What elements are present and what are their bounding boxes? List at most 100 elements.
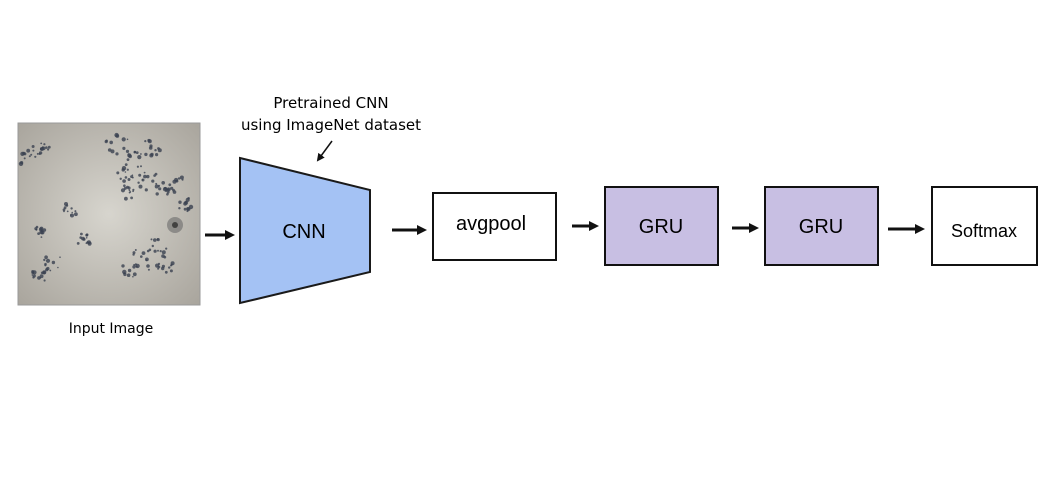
input-image-speckle xyxy=(155,263,160,268)
input-image-speckle xyxy=(166,193,169,196)
input-image-speckle xyxy=(127,186,131,190)
input-image-speckle xyxy=(138,173,142,177)
softmax-block xyxy=(931,186,1038,266)
input-image-speckle xyxy=(150,238,153,241)
input-image-speckle xyxy=(40,229,44,232)
input-image-speckle xyxy=(157,249,159,252)
input-image-speckle xyxy=(62,208,66,212)
input-image-speckle xyxy=(120,188,126,193)
input-image-speckle xyxy=(44,264,47,267)
input-image-speckle xyxy=(31,274,34,276)
input-image-speckle xyxy=(127,268,132,273)
gru2-block xyxy=(764,186,879,266)
input-image-speckle xyxy=(144,152,148,157)
input-image-speckle xyxy=(70,207,73,210)
input-image-speckle xyxy=(144,188,148,192)
input-image-speckle xyxy=(181,178,184,181)
input-image-speckle xyxy=(40,271,44,275)
input-image-speckle xyxy=(161,266,165,271)
input-image-speckle xyxy=(123,186,127,190)
input-image-speckle xyxy=(57,266,59,269)
input-image-speckle xyxy=(177,177,181,180)
input-image-speckle xyxy=(47,148,50,151)
input-image-speckle xyxy=(133,263,136,266)
input-image-speckle xyxy=(185,201,187,204)
input-image-speckle xyxy=(59,256,61,259)
input-image-speckle xyxy=(74,212,78,217)
input-image-speckle xyxy=(122,179,126,183)
input-image-speckle xyxy=(119,177,122,180)
input-image-speckle xyxy=(110,149,115,154)
input-image-speckle xyxy=(168,266,171,269)
input-image-speckle xyxy=(43,279,46,282)
input-image-speckle xyxy=(172,190,177,194)
input-image-speckle xyxy=(145,259,148,262)
cnn-block xyxy=(239,156,371,305)
input-image-speckle xyxy=(136,165,139,168)
input-image-caption: Input Image xyxy=(69,321,154,337)
input-image-speckle xyxy=(157,267,160,270)
input-image-speckle xyxy=(44,255,48,259)
input-image-speckle xyxy=(104,140,108,144)
input-image-speckle xyxy=(183,207,187,211)
input-image-speckle xyxy=(161,254,165,258)
input-image-speckle xyxy=(140,153,142,155)
input-image-speckle xyxy=(85,242,88,245)
input-image-speckle xyxy=(39,226,44,231)
input-image-speckle xyxy=(123,184,126,187)
input-image-speckle xyxy=(178,207,181,210)
input-image-speckle xyxy=(86,240,91,245)
cnn-label: CNN xyxy=(282,221,325,243)
input-image-speckle xyxy=(154,184,159,189)
input-image-speckle xyxy=(159,250,162,253)
input-image-speckle xyxy=(135,151,139,155)
input-image-speckle xyxy=(81,236,85,241)
input-image-speckle xyxy=(65,204,69,207)
input-image-speckle xyxy=(170,186,174,190)
input-image-speckle xyxy=(130,175,133,179)
input-image-speckle xyxy=(126,273,131,278)
input-image-speckle xyxy=(121,264,125,268)
input-image-speckle xyxy=(39,274,44,279)
input-image-speckle xyxy=(37,276,41,280)
input-image-speckle xyxy=(123,272,127,277)
input-image-speckle xyxy=(132,188,135,191)
input-image-speckle xyxy=(51,260,56,265)
input-image-speckle xyxy=(147,138,151,143)
input-image-speckle xyxy=(32,149,35,152)
input-image-speckle xyxy=(115,134,120,138)
input-image-speckle xyxy=(43,258,46,262)
input-image-speckle xyxy=(166,188,168,191)
input-image-speckle xyxy=(125,149,130,153)
input-image-speckle xyxy=(133,150,137,154)
input-image-speckle xyxy=(154,149,157,152)
input-image-speckle xyxy=(23,157,26,160)
input-image-speckle xyxy=(71,211,73,214)
input-image-speckle xyxy=(35,225,39,229)
input-image-speckle xyxy=(161,250,166,255)
pretrained-note-line2: using ImageNet dataset xyxy=(241,116,421,134)
input-image-speckle xyxy=(140,165,142,168)
input-image-speckle xyxy=(32,276,35,279)
input-image-speckle xyxy=(47,145,51,149)
input-image-speckle xyxy=(30,153,33,156)
input-image-speckle xyxy=(165,247,168,250)
input-image-speckle xyxy=(155,182,158,185)
input-image-speckle xyxy=(121,137,126,142)
input-image-speckle xyxy=(31,145,35,148)
input-image-speckle xyxy=(172,179,177,184)
input-image-speckle xyxy=(158,187,162,191)
input-image-speckle xyxy=(109,140,113,145)
input-image-speckle xyxy=(132,265,136,269)
input-image-speckle xyxy=(169,269,173,273)
input-image-speckle xyxy=(144,140,147,143)
input-image-speckle xyxy=(155,192,159,196)
input-image-speckle xyxy=(156,238,159,241)
input-image-speckle xyxy=(168,183,172,187)
input-image-speckle xyxy=(130,196,134,200)
diagonal-arrow-icon xyxy=(316,140,333,162)
input-image-speckle xyxy=(161,181,165,185)
input-image-speckle xyxy=(132,275,134,278)
pretrained-note-line1: Pretrained CNN xyxy=(273,94,388,112)
